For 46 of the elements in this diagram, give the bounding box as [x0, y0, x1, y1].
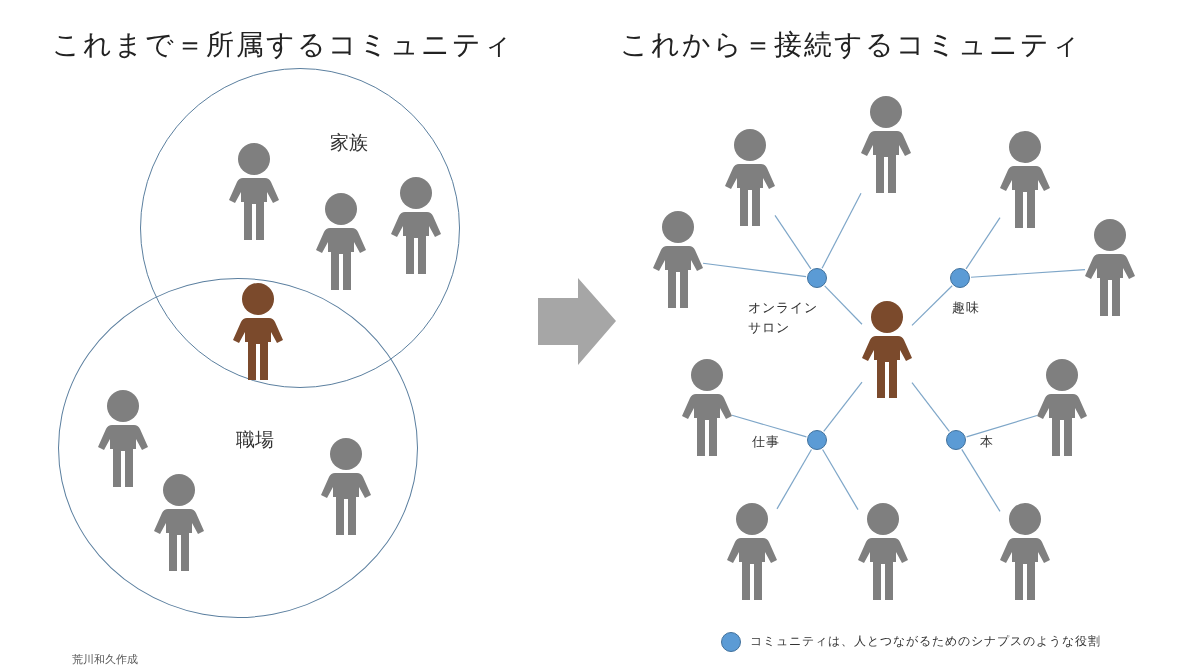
group-label: 家族 — [329, 130, 368, 155]
person-figure — [1000, 502, 1050, 602]
connector-line — [702, 262, 807, 278]
person-figure — [98, 389, 148, 489]
person-figure — [727, 502, 777, 602]
person-figure — [653, 210, 703, 310]
person-figure — [1085, 218, 1135, 318]
connector-line — [970, 269, 1086, 278]
connector-line — [774, 214, 812, 270]
connector-line — [965, 217, 1001, 270]
person-figure — [154, 473, 204, 573]
person-figure — [316, 192, 366, 292]
dot-label: 仕事 — [752, 433, 781, 451]
group-label: 職場 — [235, 427, 274, 452]
person-figure — [862, 300, 912, 400]
community-dot — [807, 268, 827, 288]
connector-line — [965, 414, 1038, 438]
community-dot — [807, 430, 827, 450]
person-figure — [858, 502, 908, 602]
person-figure — [321, 437, 371, 537]
person-figure — [725, 128, 775, 228]
connector-line — [822, 448, 859, 511]
section-heading: これまで＝所属するコミュニティ — [52, 27, 514, 63]
community-dot — [946, 430, 966, 450]
connector-line — [911, 382, 950, 432]
dot-label: オンラインサロン — [748, 299, 819, 337]
connector-line — [731, 414, 808, 438]
connector-line — [823, 381, 863, 432]
community-dot — [950, 268, 970, 288]
connector-line — [821, 192, 862, 269]
person-figure — [1037, 358, 1087, 458]
credit-note: 荒川和久作成 — [72, 652, 138, 667]
dot-label: 趣味 — [952, 299, 981, 317]
person-figure — [233, 282, 283, 382]
person-figure — [861, 95, 911, 195]
legend-text: コミュニティは、人とつながるためのシナプスのような役割 — [750, 633, 1101, 650]
dot-label: 本 — [980, 433, 995, 451]
person-figure — [229, 142, 279, 242]
person-figure — [1000, 130, 1050, 230]
person-figure — [391, 176, 441, 276]
connector-line — [824, 285, 863, 325]
connector-line — [776, 448, 813, 510]
section-heading: これから＝接続するコミュニティ — [620, 27, 1082, 63]
person-figure — [682, 358, 732, 458]
connector-line — [911, 285, 953, 326]
connector-line — [961, 448, 1001, 512]
